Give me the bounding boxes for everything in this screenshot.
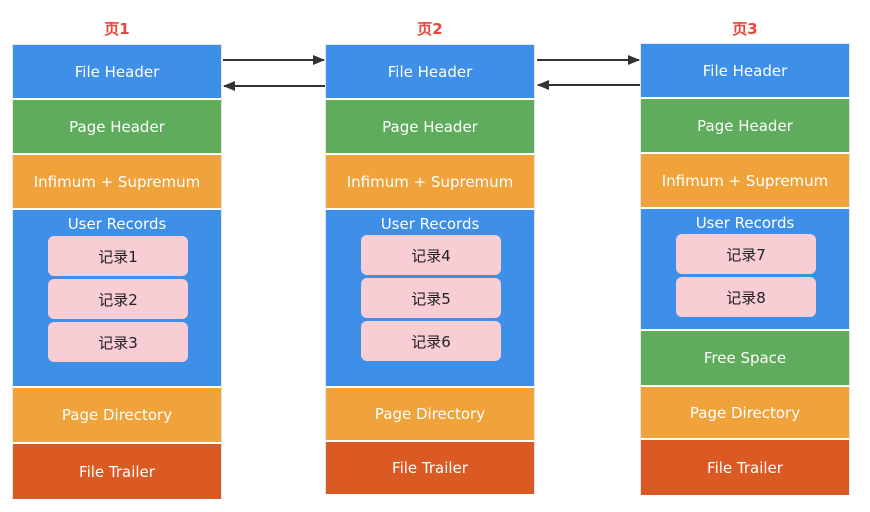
page-2-user-records-label: User Records: [380, 215, 480, 233]
page-3-file-header: File Header: [641, 44, 849, 99]
page-1-title: 页1: [104, 20, 130, 38]
page-3-user-records-label: User Records: [695, 214, 795, 232]
page-2-file-trailer: File Trailer: [326, 442, 534, 494]
page-2-page-header: Page Header: [326, 100, 534, 155]
page-2-infimum-supremum: Infimum + Supremum: [326, 155, 534, 210]
page-2-title: 页2: [417, 20, 443, 38]
page-2-file-header: File Header: [326, 45, 534, 100]
page-3-title: 页3: [732, 20, 758, 38]
page-1-record-1: 记录1: [48, 236, 188, 276]
page-2-record-6: 记录6: [361, 321, 501, 361]
page-3-page-header: Page Header: [641, 99, 849, 154]
page-2-page-directory: Page Directory: [326, 388, 534, 442]
page-2-record-5: 记录5: [361, 278, 501, 318]
page-3: File Header Page Header Infimum + Suprem…: [640, 43, 850, 495]
page-3-user-records: User Records 记录7 记录8: [641, 209, 849, 331]
page-3-infimum-supremum: Infimum + Supremum: [641, 154, 849, 209]
page-1-record-3: 记录3: [48, 322, 188, 362]
page-3-free-space: Free Space: [641, 331, 849, 387]
page-1-user-records-label: User Records: [67, 215, 167, 233]
page-1-page-directory: Page Directory: [13, 388, 221, 444]
page-2-user-records: User Records 记录4 记录5 记录6: [326, 210, 534, 388]
page-2: File Header Page Header Infimum + Suprem…: [325, 44, 535, 494]
page-1-infimum-supremum: Infimum + Supremum: [13, 155, 221, 210]
page-3-file-trailer: File Trailer: [641, 440, 849, 495]
page-1: File Header Page Header Infimum + Suprem…: [12, 44, 222, 499]
page-1-user-records: User Records 记录1 记录2 记录3: [13, 210, 221, 388]
page-3-record-7: 记录7: [676, 234, 816, 274]
page-1-file-header: File Header: [13, 45, 221, 100]
page-1-record-2: 记录2: [48, 279, 188, 319]
page-1-page-header: Page Header: [13, 100, 221, 155]
page-1-file-trailer: File Trailer: [13, 444, 221, 499]
page-2-record-4: 记录4: [361, 235, 501, 275]
page-3-page-directory: Page Directory: [641, 387, 849, 440]
page-3-record-8: 记录8: [676, 277, 816, 317]
